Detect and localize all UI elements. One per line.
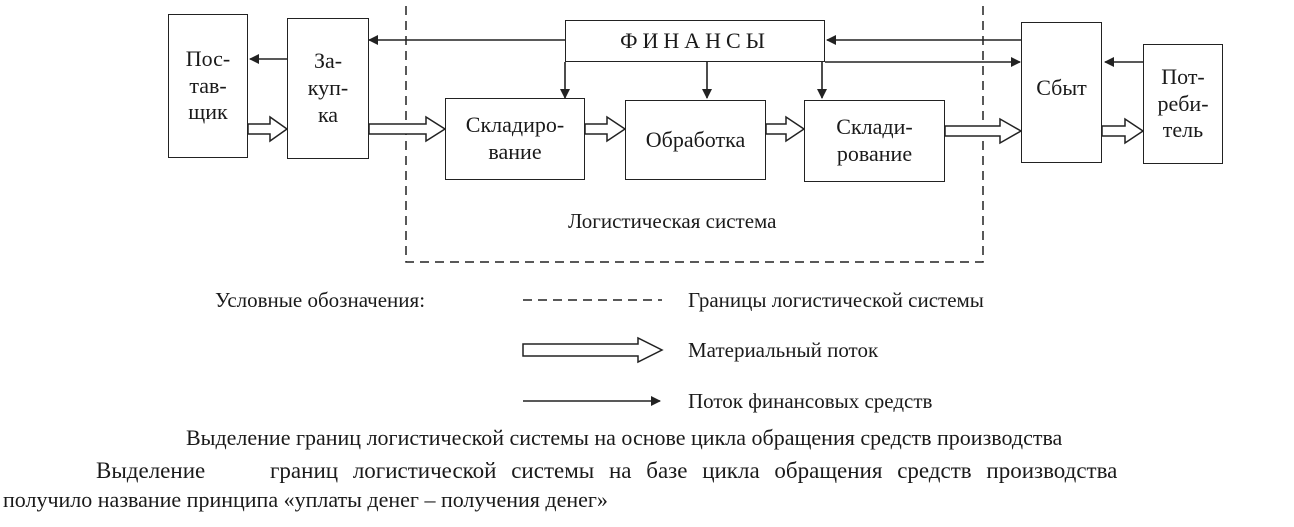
legend-boundary-label: Границы логистической системы [688, 288, 984, 312]
node-processing: Обработка [625, 100, 766, 180]
node-consumer: Пот- реби- тель [1143, 44, 1223, 164]
material-flows [247, 115, 1145, 145]
node-storage-2: Склади- рование [804, 100, 945, 182]
legend-material-flow-symbol [522, 336, 664, 364]
figure-caption: Выделение границ логистической системы н… [186, 425, 1063, 450]
node-sales: Сбыт [1021, 22, 1102, 163]
material-flow-arrow [765, 115, 806, 143]
node-finance: ФИНАНСЫ [565, 20, 825, 62]
node-purchase: За- куп- ка [287, 18, 369, 159]
node-supplier: Пос- тав- щик [168, 14, 248, 158]
node-storage-1: Складиро- вание [445, 98, 585, 180]
material-flow-arrow [944, 117, 1023, 145]
material-flow-arrow [584, 115, 627, 143]
financial-flows [249, 35, 1143, 99]
paragraph-line-1-start: Выделение [96, 458, 206, 483]
paragraph-line-2: получило название принципа «уплаты денег… [3, 487, 608, 512]
material-flow-arrow [368, 115, 447, 143]
paragraph-line-1-rest: границ логистической системы на базе цик… [270, 458, 1118, 483]
legend-material-flow-label: Материальный поток [688, 338, 879, 362]
material-flow-arrow [1101, 117, 1145, 145]
material-flow-arrow [247, 115, 289, 143]
system-label: Логистическая система [568, 209, 777, 233]
legend-financial-flow-label: Поток финансовых средств [688, 389, 933, 413]
legend-title: Условные обозначения: [215, 288, 426, 312]
